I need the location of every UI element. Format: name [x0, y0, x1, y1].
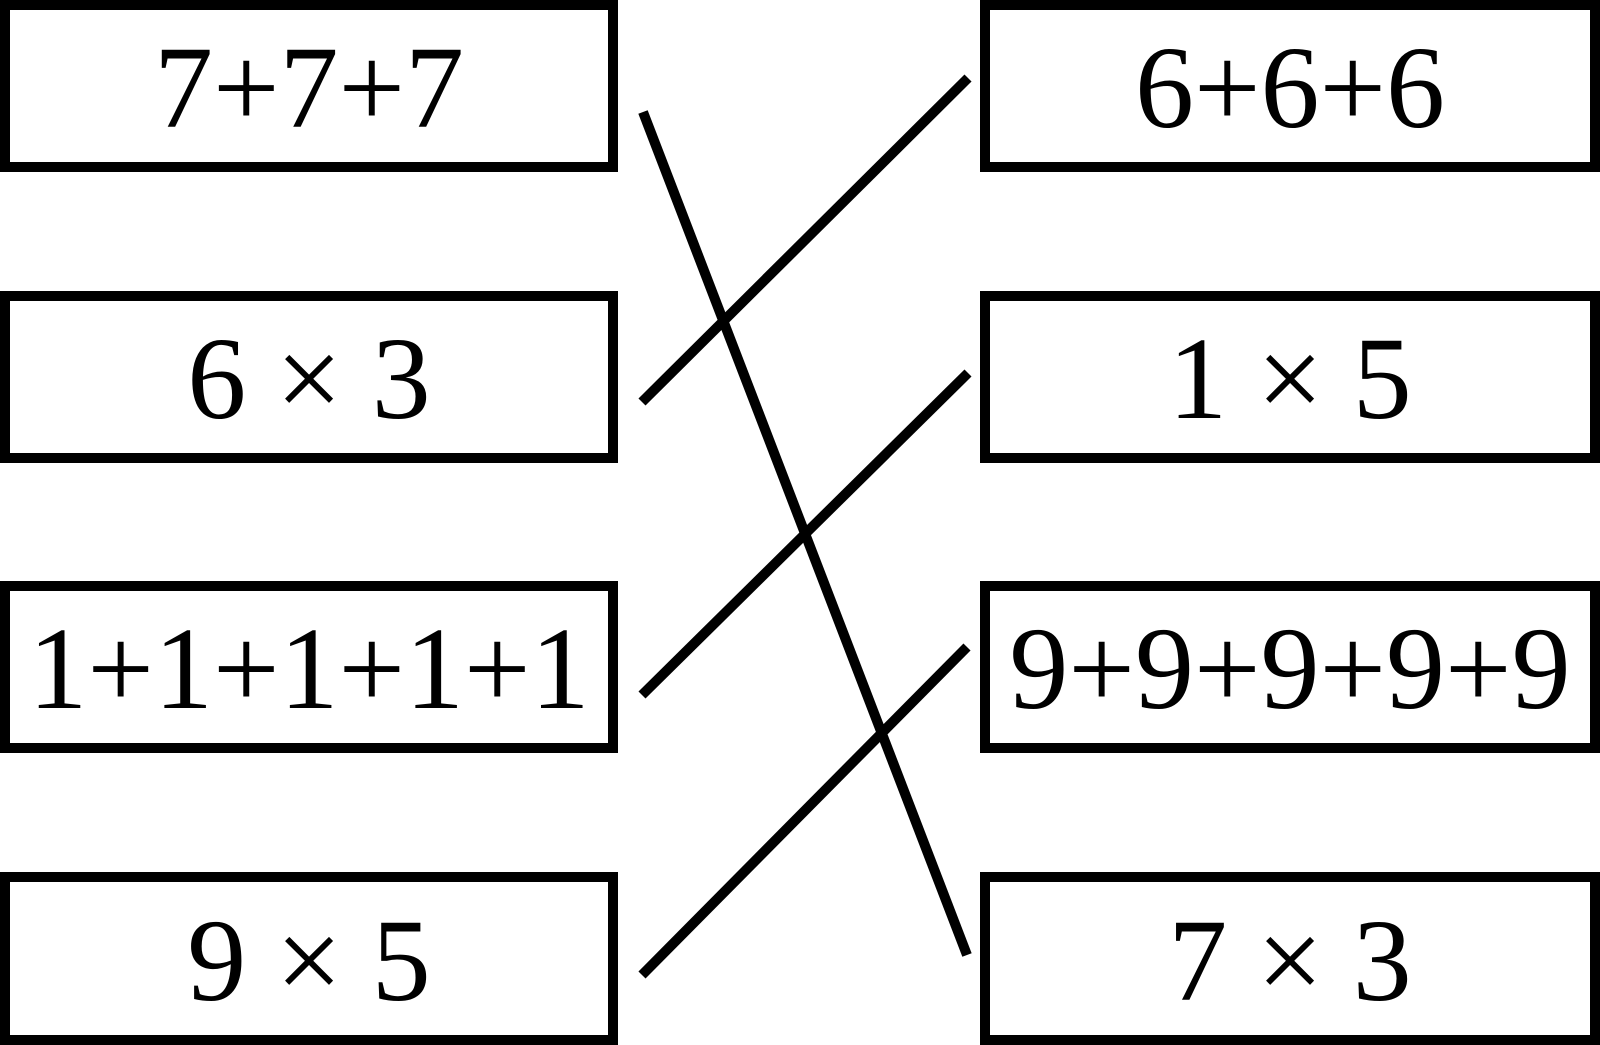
left-box-1: 7+7+7 — [0, 0, 618, 172]
connection-line-2-1 — [638, 369, 972, 699]
connection-line-0-3 — [638, 110, 972, 957]
expression-label: 9 × 5 — [187, 894, 431, 1026]
expression-label: 7+7+7 — [153, 22, 465, 153]
expression-label: 1+1+1+1+1 — [28, 603, 590, 734]
expression-label: 9+9+9+9+9 — [1009, 603, 1571, 734]
right-box-4: 7 × 3 — [980, 872, 1600, 1045]
right-box-2: 1 × 5 — [980, 291, 1600, 463]
connection-line-3-2 — [638, 643, 971, 979]
left-box-4: 9 × 5 — [0, 872, 618, 1045]
right-box-1: 6+6+6 — [980, 0, 1600, 172]
right-box-3: 9+9+9+9+9 — [980, 581, 1600, 753]
left-box-2: 6 × 3 — [0, 291, 618, 463]
left-box-3: 1+1+1+1+1 — [0, 581, 618, 753]
expression-label: 6+6+6 — [1134, 22, 1446, 153]
expression-label: 1 × 5 — [1168, 313, 1412, 444]
connection-line-1-0 — [638, 74, 972, 406]
expression-label: 7 × 3 — [1168, 894, 1412, 1026]
expression-label: 6 × 3 — [187, 313, 431, 444]
